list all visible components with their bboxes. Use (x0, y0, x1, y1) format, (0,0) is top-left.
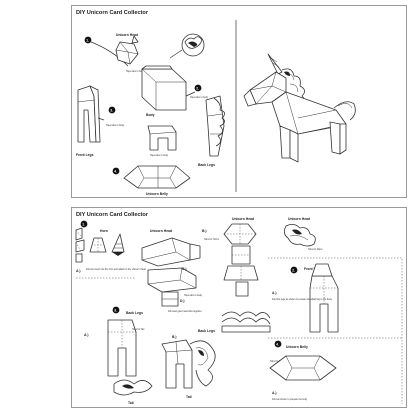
substep-b1: B.) (202, 229, 207, 233)
mane-detail-circle (169, 33, 205, 59)
horn-folded (111, 233, 125, 256)
note-glue-head: Fold and glue head tabs together (168, 310, 202, 313)
label-back-legs-a: Back Legs (126, 311, 143, 315)
label-back-legs: Back Legs (198, 163, 215, 167)
label-front-legs: Front Legs (76, 153, 94, 157)
label-unicorn-head-a: Unicorn Head (150, 229, 172, 233)
mane-strip (221, 311, 271, 333)
note-tape-a: Tape tabs to body (126, 70, 145, 73)
label-unicorn-head: Unicorn Head (116, 33, 138, 37)
label-unicorn-head-c: Unicorn Head (288, 217, 310, 221)
step-badge-2: 2. (290, 266, 298, 274)
label-unicorn-belly: Unicorn Belly (286, 345, 308, 349)
substep-a2: A.) (272, 291, 277, 295)
finished-unicorn-illustration (243, 53, 356, 163)
arrow-step-3 (97, 117, 105, 121)
note-fold-belly: Fold as shown to prepare the belly (272, 398, 308, 401)
svg-text:1.: 1. (86, 38, 89, 42)
svg-text:1.: 1. (82, 222, 85, 226)
note-fold-horn: Fold an insert into the horn and attach … (86, 268, 146, 271)
note-tabs-mane: Tabs for Mane (308, 248, 323, 251)
substep-d1: D.) (180, 299, 185, 303)
head-assembly-c (147, 267, 197, 293)
svg-text:2.: 2. (292, 268, 295, 272)
head-assembly-b (141, 237, 201, 267)
horn-flat-template (89, 237, 107, 253)
assembly-diagram-top: DIY Unicorn Card Collector 1. Unicorn He… (76, 10, 356, 196)
step-badge-3: 3. (112, 306, 120, 314)
note-tape-b: Tape tabs to body (190, 96, 209, 99)
step-badge-2: 2. (194, 84, 202, 92)
front-legs-template (309, 263, 339, 333)
body-piece (141, 65, 187, 111)
substep-a3: A.) (84, 333, 89, 337)
back-legs-folded (161, 339, 193, 389)
substep-a4: A.) (272, 391, 277, 395)
unicorn-belly-piece (123, 165, 191, 189)
step-badge-4: 4. (112, 167, 120, 175)
sheet-title: DIY Unicorn Card Collector (76, 212, 149, 218)
note-tabs-tail: Tabs for Tail (132, 328, 145, 331)
sheet-title: DIY Unicorn Card Collector (76, 10, 149, 16)
back-legs-template (107, 319, 137, 377)
svg-text:3.: 3. (110, 108, 113, 112)
label-unicorn-belly: Unicorn Belly (146, 192, 168, 196)
label-tail-b: Tail (186, 395, 192, 399)
section-frame (268, 257, 403, 404)
arrow-head (90, 41, 129, 67)
step-badge-3: 3. (108, 106, 116, 114)
note-tape-c: Tape tabs to body (106, 124, 125, 127)
step-badge-1: 1. (80, 220, 88, 228)
svg-text:4.: 4. (114, 169, 117, 173)
step-badge-1: 1. (84, 36, 92, 44)
label-body: Body (146, 113, 155, 117)
note-tabs-head: Tabs for Horns (204, 238, 220, 241)
label-back-legs-b: Back Legs (198, 329, 215, 333)
instruction-sheet-top: DIY Unicorn Card Collector 1. Unicorn He… (71, 5, 407, 198)
middle-legs-piece (147, 125, 177, 151)
belly-template (269, 355, 337, 381)
mane-template (284, 224, 316, 247)
instruction-sheet-bottom: DIY Unicorn Card Collector 1. Horn A.) F… (71, 207, 407, 408)
step-badge-4: 4. (274, 340, 282, 348)
tail-attached (189, 340, 216, 387)
flat-template-strip (75, 227, 85, 263)
substep-a1: A.) (76, 269, 81, 273)
head-assembly-d (161, 291, 179, 307)
note-tape-d: Tape tabs to body (150, 154, 169, 157)
svg-text:4.: 4. (276, 342, 279, 346)
note-fold-legs: Fold the legs as shown to prepare for at… (272, 298, 333, 301)
front-legs-piece (77, 85, 101, 143)
assembly-diagram-bottom: DIY Unicorn Card Collector 1. Horn A.) F… (75, 212, 403, 405)
note-tape-tabs: Tape tabs to body (184, 294, 203, 297)
label-tail-a: Tail (128, 401, 134, 405)
head-flat-template (223, 223, 259, 297)
back-legs-piece (205, 95, 225, 157)
arrow-step-2 (185, 91, 196, 97)
label-front-legs: Front Legs (304, 267, 322, 271)
label-unicorn-head-b: Unicorn Head (232, 217, 254, 221)
tail-template (113, 379, 153, 396)
label-horn: Horn (100, 229, 108, 233)
svg-text:2.: 2. (196, 86, 199, 90)
svg-text:3.: 3. (114, 308, 117, 312)
substep-c1: C.) (182, 267, 187, 271)
substep-b2: B.) (172, 335, 177, 339)
unicorn-head-piece (115, 35, 139, 65)
